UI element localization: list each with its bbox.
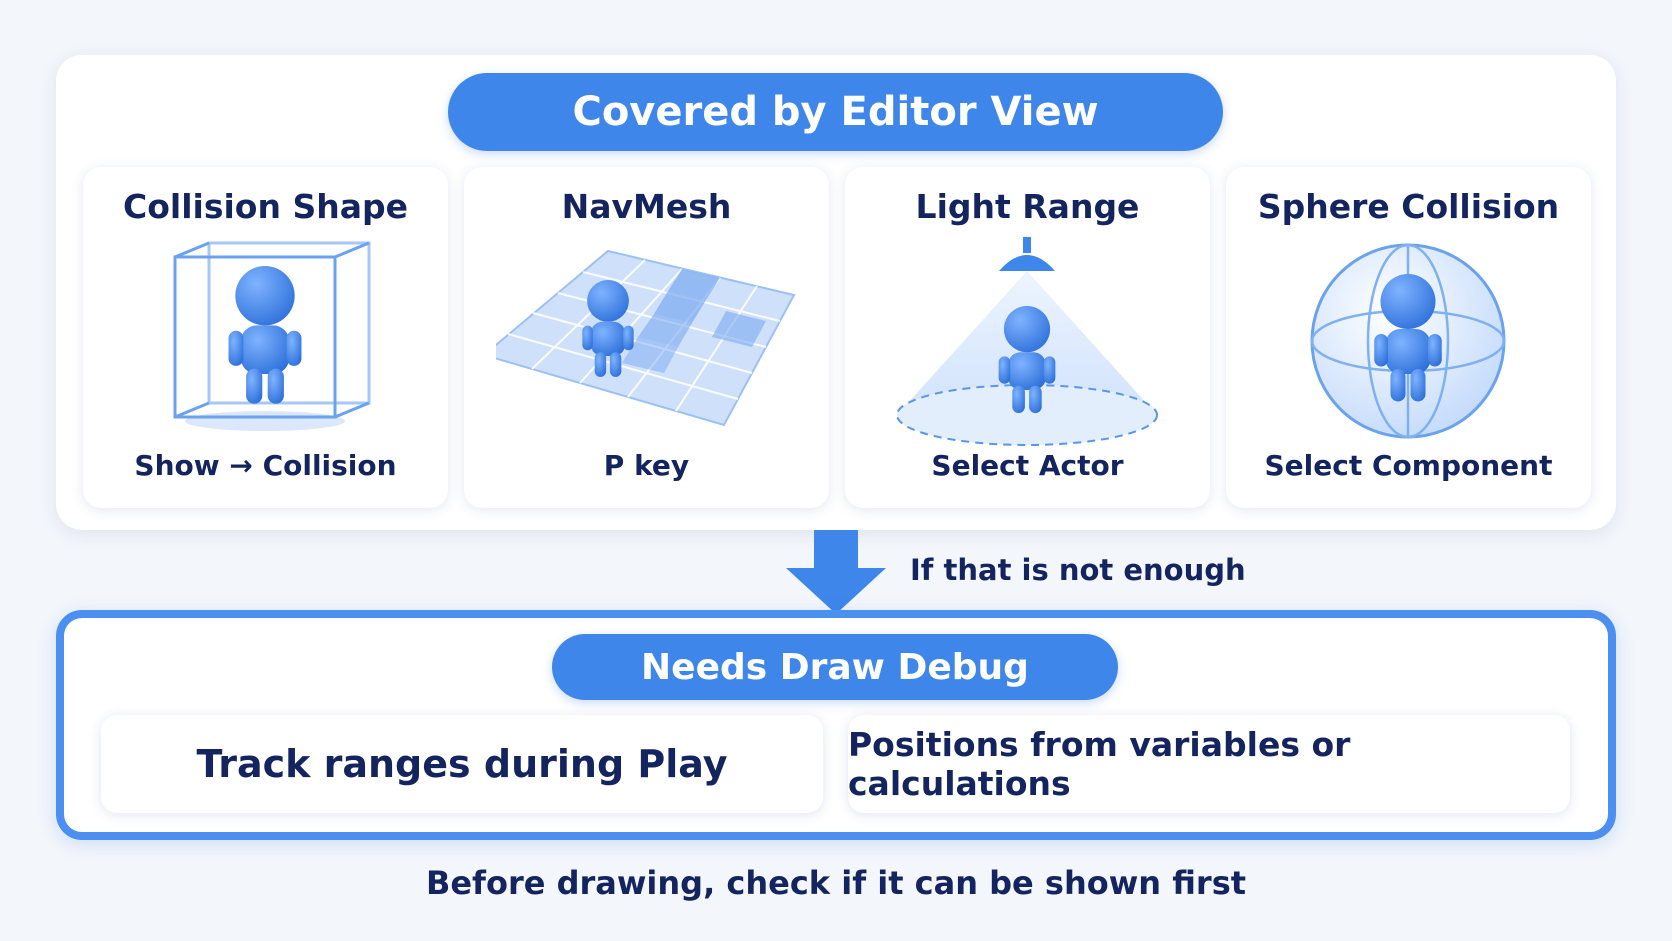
collision-box-icon <box>173 241 371 431</box>
draw-debug-item-positions: Positions from variables or calculations <box>848 715 1570 813</box>
card-navmesh: NavMesh P key <box>464 167 829 508</box>
editor-view-title: Covered by Editor View <box>448 73 1223 151</box>
card-title: Light Range <box>915 187 1140 226</box>
draw-debug-title: Needs Draw Debug <box>552 634 1118 700</box>
footer-note: Before drawing, check if it can be shown… <box>425 864 1247 902</box>
card-caption: Select Actor <box>931 449 1124 482</box>
card-caption: Show → Collision <box>134 449 397 482</box>
spotlight-cone-icon <box>896 237 1158 446</box>
card-title: NavMesh <box>561 187 732 226</box>
navmesh-grid-icon <box>496 249 796 427</box>
card-caption: P key <box>603 449 690 482</box>
card-caption: Select Component <box>1264 449 1553 482</box>
card-title: Collision Shape <box>123 187 408 226</box>
card-sphere-collision: Sphere Collision Select Component <box>1226 167 1591 508</box>
card-collision-shape: Collision Shape Show → Collision <box>83 167 448 508</box>
collision-sphere-icon <box>1310 243 1506 439</box>
card-title: Sphere Collision <box>1257 187 1560 226</box>
arrow-down-icon <box>786 530 886 614</box>
draw-debug-item-track-ranges: Track ranges during Play <box>101 715 823 813</box>
connector-label: If that is not enough <box>910 553 1246 587</box>
card-light-range: Light Range Select Actor <box>845 167 1210 508</box>
